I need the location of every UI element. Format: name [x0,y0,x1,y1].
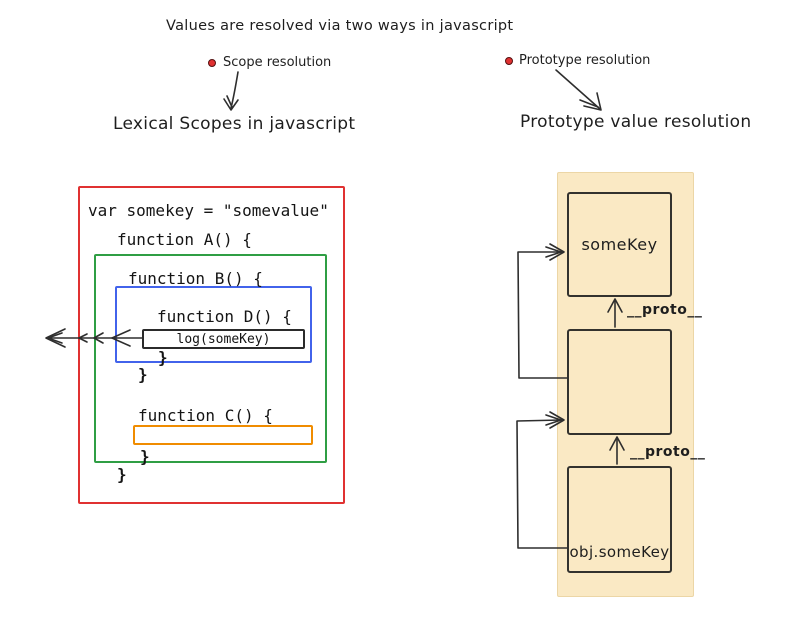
proto-label-top: __proto__ [627,302,703,318]
function-b-open-line: function B() { [128,269,263,288]
prototype-bullet-icon [505,57,513,65]
function-c-body-box [133,425,313,445]
proto-label-bottom: __proto__ [630,444,706,460]
prototype-resolution-heading: Prototype value resolution [520,112,752,132]
function-b-scope-box [115,286,312,363]
function-a-open-line: function A() { [117,230,252,249]
prototype-callout-label: Prototype resolution [519,53,651,68]
function-d-open-line: function D() { [157,307,292,326]
function-d-close-brace: } [158,348,168,367]
log-call-text: log(someKey) [176,331,271,347]
middle-prototype-box [567,329,672,435]
function-a-scope-box [94,254,327,463]
log-call-box: log(someKey) [142,329,305,349]
page-title: Values are resolved via two ways in java… [166,18,514,34]
lexical-scopes-heading: Lexical Scopes in javascript [113,114,356,134]
function-c-open-line: function C() { [138,406,273,425]
function-c-close-brace: } [140,447,150,466]
function-a-close-brace: } [117,465,127,484]
somekey-box: someKey [567,192,672,297]
somekey-box-label: someKey [581,235,658,254]
function-b-close-brace: } [138,365,148,384]
scope-bullet-icon [208,59,216,67]
prototype-callout-arrow [555,69,602,111]
scope-callout-arrow [223,71,239,111]
var-declaration-line: var somekey = "somevalue" [88,201,329,220]
obj-somekey-box: obj.someKey [567,466,672,573]
scope-callout-label: Scope resolution [223,55,332,70]
obj-somekey-box-label: obj.someKey [569,543,670,561]
global-scope-box [78,186,345,504]
